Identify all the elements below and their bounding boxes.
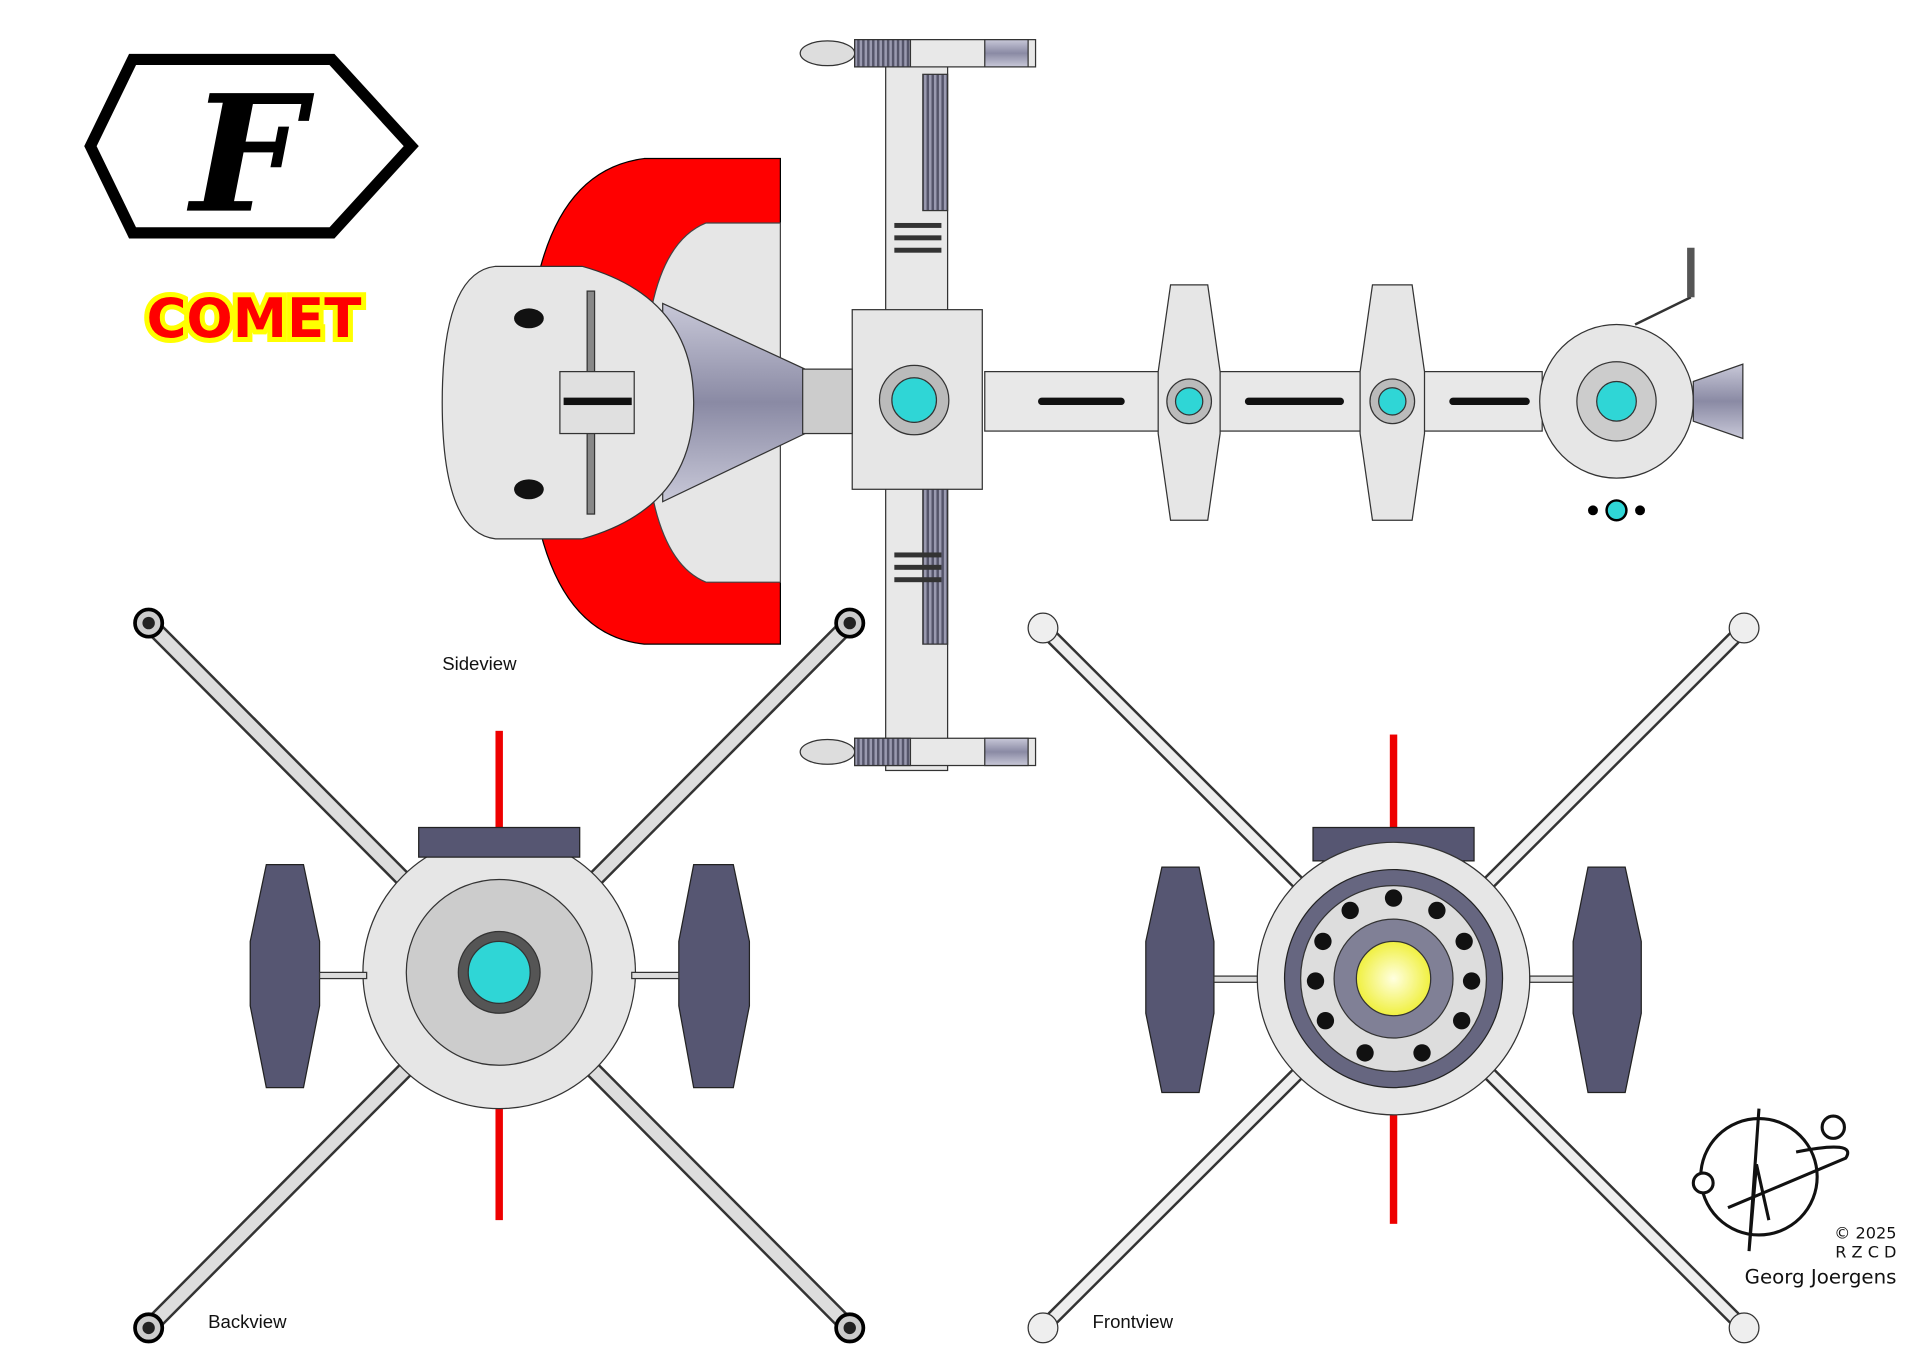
left-wing [249,863,321,1089]
sideview-drawing [441,39,1744,772]
backview-label: Backview [208,1311,287,1332]
front-core-light [1355,940,1432,1017]
frontview-drawing [1027,612,1760,1344]
brand-logo: F [84,53,419,249]
bottom-engine-pod [799,737,1037,767]
small-drone [1588,499,1645,522]
comet-title: COMET [146,286,361,350]
backview-drawing [133,607,866,1344]
back-reactor [467,940,531,1004]
hexagon-badge [84,53,419,239]
copyright-text: © 2025 [1834,1224,1896,1243]
hub-reactor [891,377,938,424]
right-wing [678,863,751,1089]
frontview-label: Frontview [1093,1311,1174,1332]
author-name: Georg Joergens [1745,1265,1897,1288]
top-engine-pod [799,39,1037,68]
mid-module-1 [1157,284,1221,521]
studio-text: R Z C D [1835,1242,1896,1261]
mid-module-2 [1359,284,1426,521]
aft-sphere [1539,247,1744,479]
logo-letter: F [187,60,315,249]
signature [1691,1108,1850,1252]
sideview-label: Sideview [442,653,517,674]
central-hub [851,309,983,490]
